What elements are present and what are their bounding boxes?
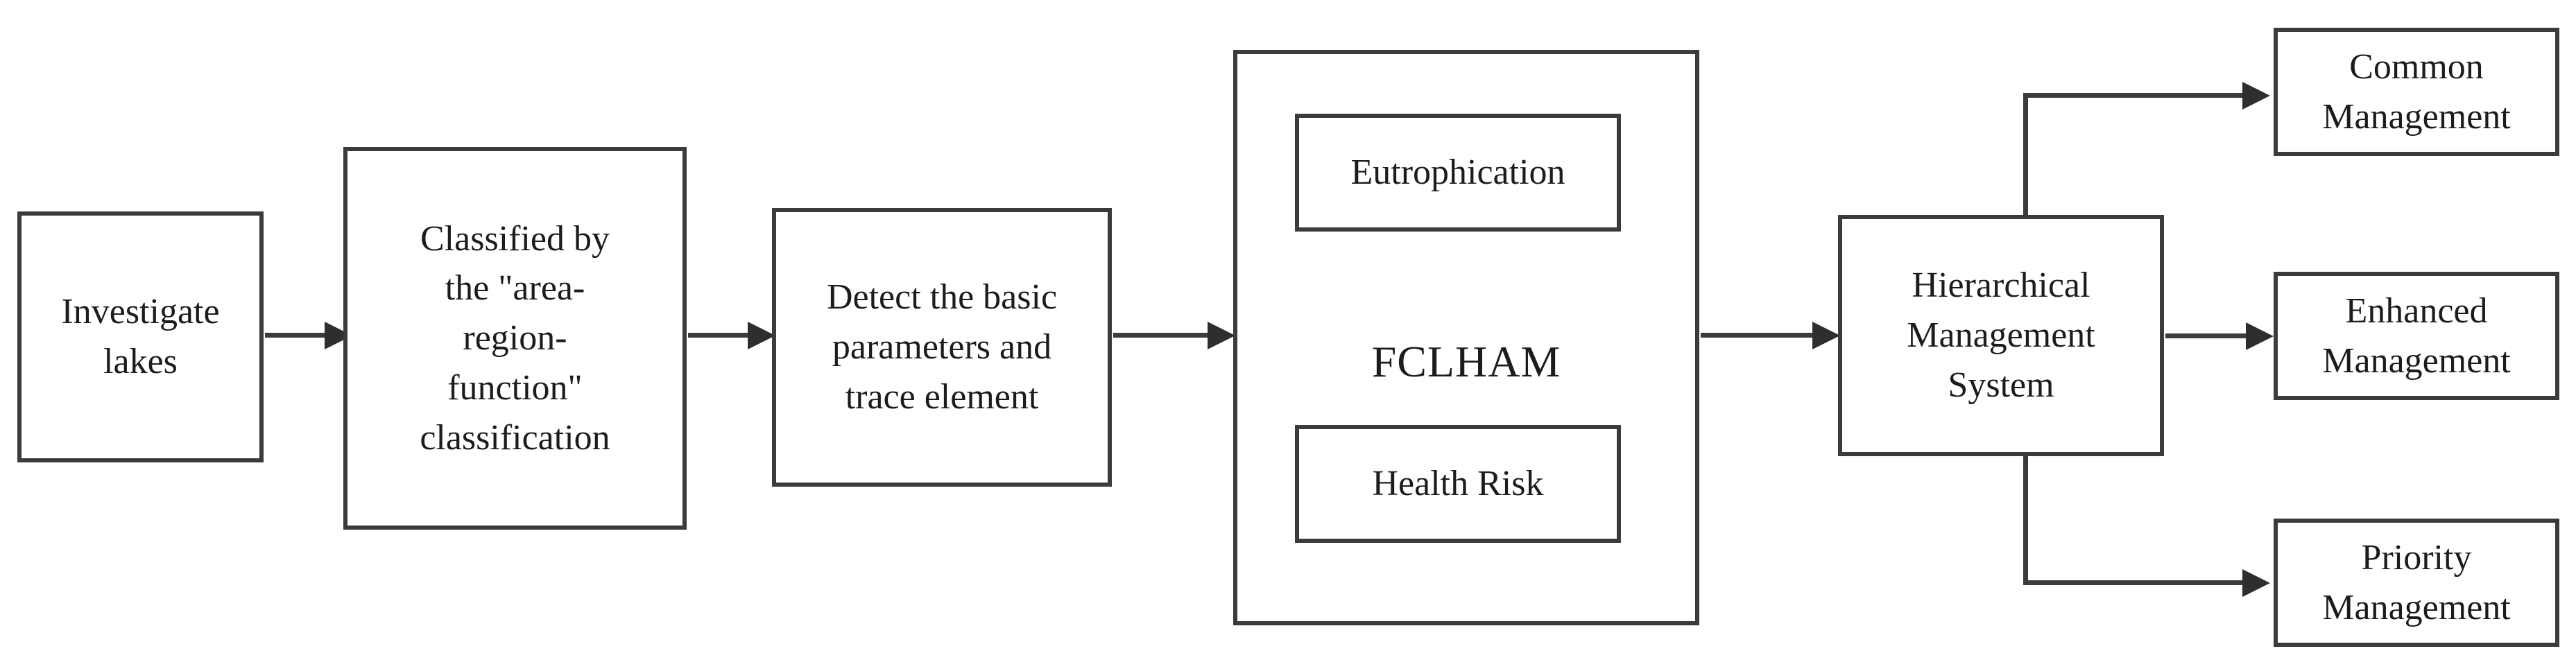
node-enhanced-management: Enhanced Management <box>2274 272 2559 400</box>
node-enhanced-management-label: Enhanced Management <box>2322 290 2511 381</box>
connector-detect-to-fclham-line <box>1113 333 1210 338</box>
node-hierarchical-management-system: Hierarchical Management System <box>1838 215 2164 456</box>
node-eutrophication: Eutrophication <box>1295 114 1621 232</box>
connector-classified-to-detect-line <box>688 333 750 338</box>
node-classified-by-area-region-function: Classified by the "area- region- functio… <box>343 147 687 530</box>
node-detect-basic-parameters: Detect the basic parameters and trace el… <box>772 208 1112 487</box>
node-health-risk-label: Health Risk <box>1372 464 1544 504</box>
arrowhead-icon-hms-to-priority <box>2242 569 2270 597</box>
arrowhead-icon-classified-to-detect <box>748 322 775 349</box>
node-priority-management-label: Priority Management <box>2322 537 2511 627</box>
connector-investigate-to-classified-line <box>265 333 327 338</box>
arrowhead-icon-detect-to-fclham <box>1208 322 1235 349</box>
connector-hms-to-priority-horizontal <box>2023 580 2245 585</box>
node-eutrophication-label: Eutrophication <box>1350 153 1565 193</box>
node-investigate-lakes-label: Investigate lakes <box>61 292 220 381</box>
arrowhead-icon-fclham-to-hms <box>1812 322 1840 349</box>
node-classified-label: Classified by the "area- region- functio… <box>420 218 610 458</box>
node-fclham-label: FCLHAM <box>1371 337 1561 386</box>
node-common-management-label: Common Management <box>2322 46 2511 137</box>
node-health-risk: Health Risk <box>1295 425 1621 543</box>
node-hms-label: Hierarchical Management System <box>1907 266 2095 405</box>
arrowhead-icon-hms-to-enhanced <box>2246 322 2274 350</box>
node-detect-label: Detect the basic parameters and trace el… <box>826 277 1058 417</box>
node-priority-management: Priority Management <box>2274 519 2559 647</box>
connector-hms-to-common-vertical <box>2023 93 2028 218</box>
connector-fclham-to-hms-line <box>1701 333 1815 338</box>
arrowhead-icon-hms-to-common <box>2242 82 2270 110</box>
connector-hms-to-priority-vertical <box>2023 453 2028 585</box>
connector-hms-to-common-horizontal <box>2023 93 2245 98</box>
node-common-management: Common Management <box>2274 28 2559 156</box>
connector-hms-to-enhanced-line <box>2165 333 2249 338</box>
node-investigate-lakes: Investigate lakes <box>17 211 264 462</box>
